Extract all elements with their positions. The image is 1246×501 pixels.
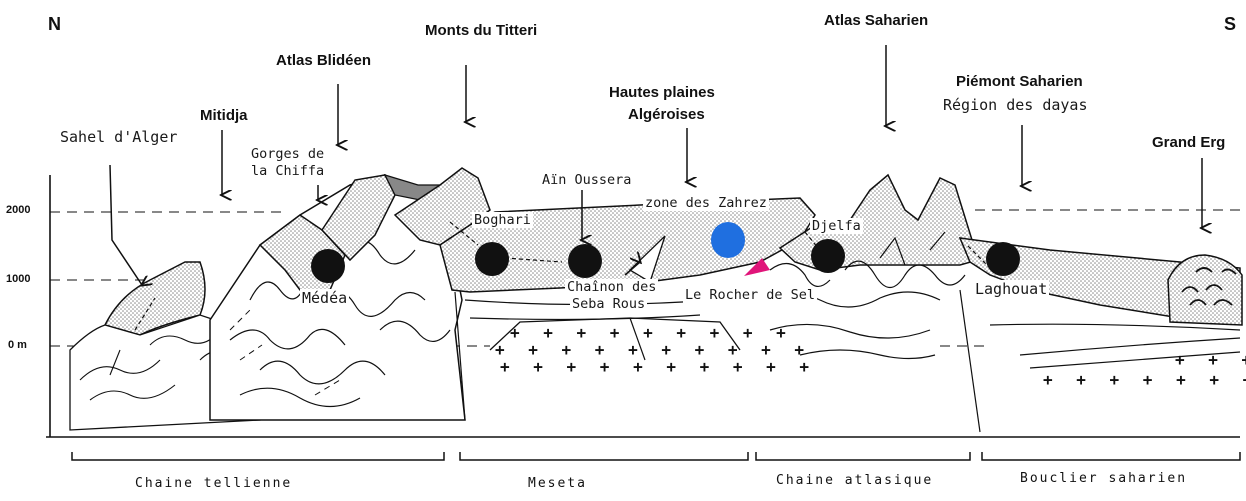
north-label: N (48, 14, 61, 34)
domain-brackets (71, 452, 1241, 461)
rocher-label: Le Rocher de Sel (683, 287, 818, 303)
svg-text:+ + + + + + + + +: + + + + + + + + + (510, 323, 793, 342)
hautes-plaines-line2: Algéroises (628, 106, 705, 123)
medea-marker (311, 249, 345, 283)
ain-oussera-marker (568, 244, 602, 278)
djelfa-marker (811, 239, 845, 273)
high-plains-cover (439, 197, 816, 293)
ain-oussera-label: Aïn Oussera (540, 172, 634, 188)
chainon-label-line2: Seba Rous (570, 296, 648, 312)
atlas-saharien-label: Atlas Saharien (824, 12, 929, 29)
domain-atlasique-label: Chaine atlasique (776, 473, 934, 488)
gorges-label-line1: Gorges de (249, 146, 327, 162)
atlas-blideen-label: Atlas Blidéen (276, 52, 372, 69)
laghouat-marker (986, 242, 1020, 276)
domain-tellienne-label: Chaine tellienne (135, 476, 293, 491)
titteri-block (393, 167, 491, 246)
domain-bouclier-label: Bouclier saharien (1020, 471, 1188, 486)
svg-text:+ + + + + + + + + +: + + + + + + + + + + (500, 357, 816, 376)
boghari-label: Boghari (472, 212, 533, 228)
altitude-0-label: 0 m (8, 339, 27, 351)
boghari-marker (475, 242, 509, 276)
laghouat-label: Laghouat (973, 280, 1050, 298)
domain-meseta-label: Meseta (528, 476, 587, 491)
rocher-de-sel-marker (744, 258, 770, 276)
svg-text:+ + +: + + + (1175, 350, 1246, 369)
south-label: S (1224, 14, 1237, 34)
monts-titteri-label: Monts du Titteri (425, 22, 538, 39)
grand-erg-dunes (1167, 254, 1243, 326)
mitidja-label: Mitidja (200, 107, 248, 124)
region-dayas-label: Région des dayas (943, 96, 1088, 114)
medea-label: Médéa (300, 289, 350, 307)
grand-erg-label: Grand Erg (1152, 134, 1226, 151)
hautes-plaines-line1: Hautes plaines (609, 84, 715, 101)
djelfa-label: Djelfa (810, 218, 863, 234)
label-arrows (109, 45, 1202, 285)
axis-frame (46, 175, 1240, 438)
svg-text:+ + + + + + + + + +: + + + + + + + + + + (1043, 370, 1246, 389)
piemont-label: Piémont Saharien (956, 73, 1083, 90)
basement-plus-signs: + + + + + + + + + + + + + + + + + + + + … (495, 323, 1246, 389)
gorges-label-line2: la Chiffa (249, 163, 327, 179)
chainon-label-line1: Chaînon des (565, 279, 659, 295)
altitude-2000-label: 2000 (6, 204, 31, 216)
town-markers (311, 239, 1020, 283)
zahrez-label: zone des Zahrez (643, 195, 769, 211)
seba-rous-ridge (628, 235, 666, 283)
altitude-1000-label: 1000 (6, 273, 31, 285)
svg-text:+ + + + + + + + + +: + + + + + + + + + + (495, 340, 811, 359)
sahel-label: Sahel d'Alger (58, 128, 180, 146)
zahrez-marker (711, 222, 745, 258)
